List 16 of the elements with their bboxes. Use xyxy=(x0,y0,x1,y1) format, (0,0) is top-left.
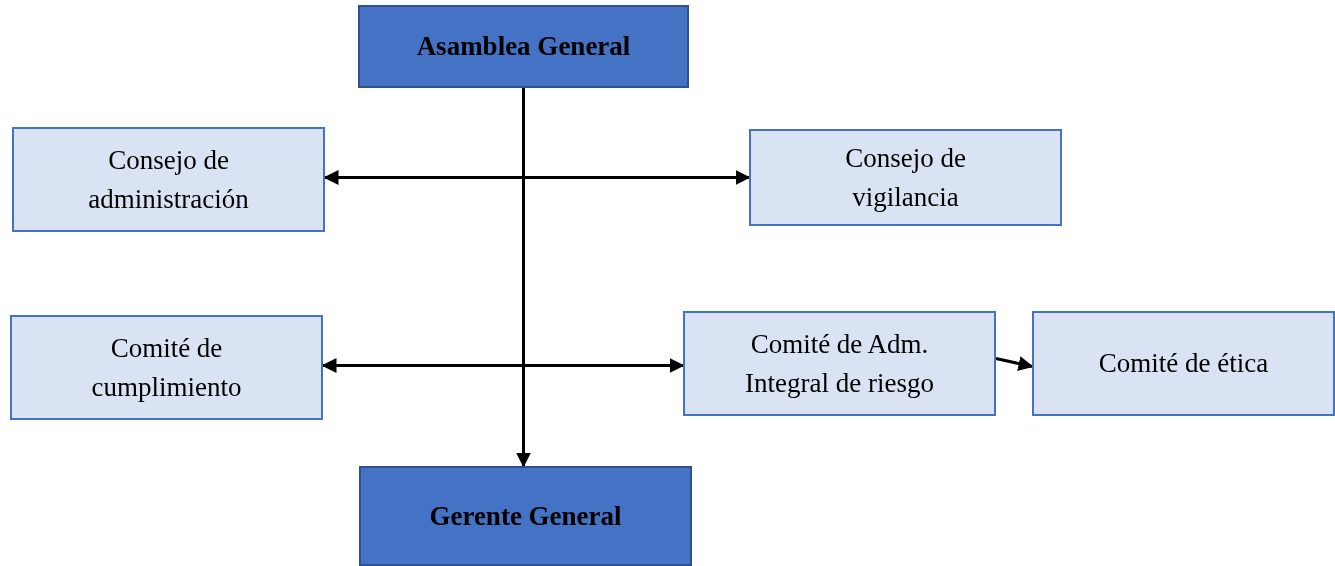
box-label: Consejo de vigilancia xyxy=(844,141,967,214)
main-box xyxy=(359,466,692,566)
box-label: Comité de cumplimiento xyxy=(90,331,243,404)
committee-box xyxy=(10,315,323,420)
main-box xyxy=(358,5,689,88)
box-label: Asamblea General xyxy=(415,30,632,63)
arrow xyxy=(995,356,1034,371)
box-label: Consejo de administración xyxy=(87,143,250,216)
box-label: Gerente General xyxy=(428,499,623,533)
box-label: Comité de ética xyxy=(1097,347,1270,380)
committee-box xyxy=(749,129,1062,226)
committee-box xyxy=(12,127,325,232)
box-label: Comité de Adm. Integral de riesgo xyxy=(744,327,935,400)
arrow xyxy=(516,88,531,468)
committee-box xyxy=(1032,311,1335,416)
committee-box xyxy=(683,311,996,416)
